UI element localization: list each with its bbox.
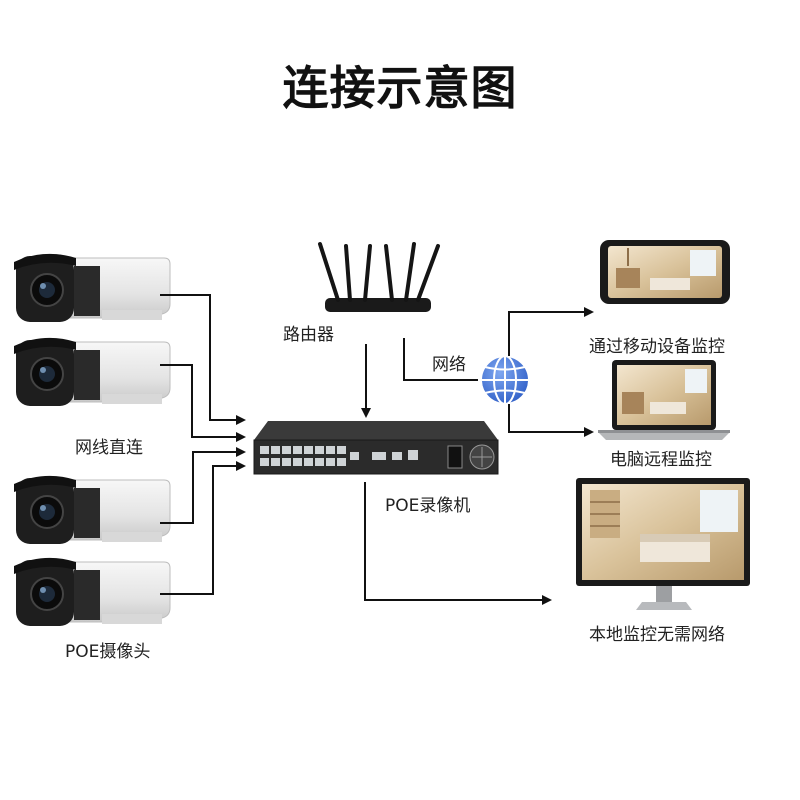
laptop: [598, 360, 730, 440]
page-title: 连接示意图: [282, 61, 518, 115]
monitor: [576, 478, 750, 610]
camera-4: [13, 556, 171, 627]
camera-1: [13, 252, 171, 323]
poe-nvr: [253, 421, 499, 475]
nvr-to-globe-line: [403, 338, 478, 381]
pc-remote-label: 电脑远程监控: [610, 450, 712, 470]
camera-label: POE摄像头: [65, 642, 151, 662]
camera-3: [13, 474, 171, 545]
network-label: 网络: [432, 355, 466, 375]
globe-lines: [508, 307, 594, 437]
mobile-monitoring-label: 通过移动设备监控: [589, 337, 725, 357]
nvr-to-monitor-line: [364, 482, 552, 605]
nvr-label: POE录像机: [385, 496, 471, 516]
router: [318, 242, 440, 312]
camera-lines: [160, 294, 246, 595]
camera-2: [13, 336, 171, 407]
globe-icon: [480, 355, 530, 405]
phone: [600, 240, 730, 304]
local-monitoring-label: 本地监控无需网络: [589, 625, 725, 645]
router-label: 路由器: [283, 325, 334, 345]
cable-label: 网线直连: [75, 438, 143, 458]
